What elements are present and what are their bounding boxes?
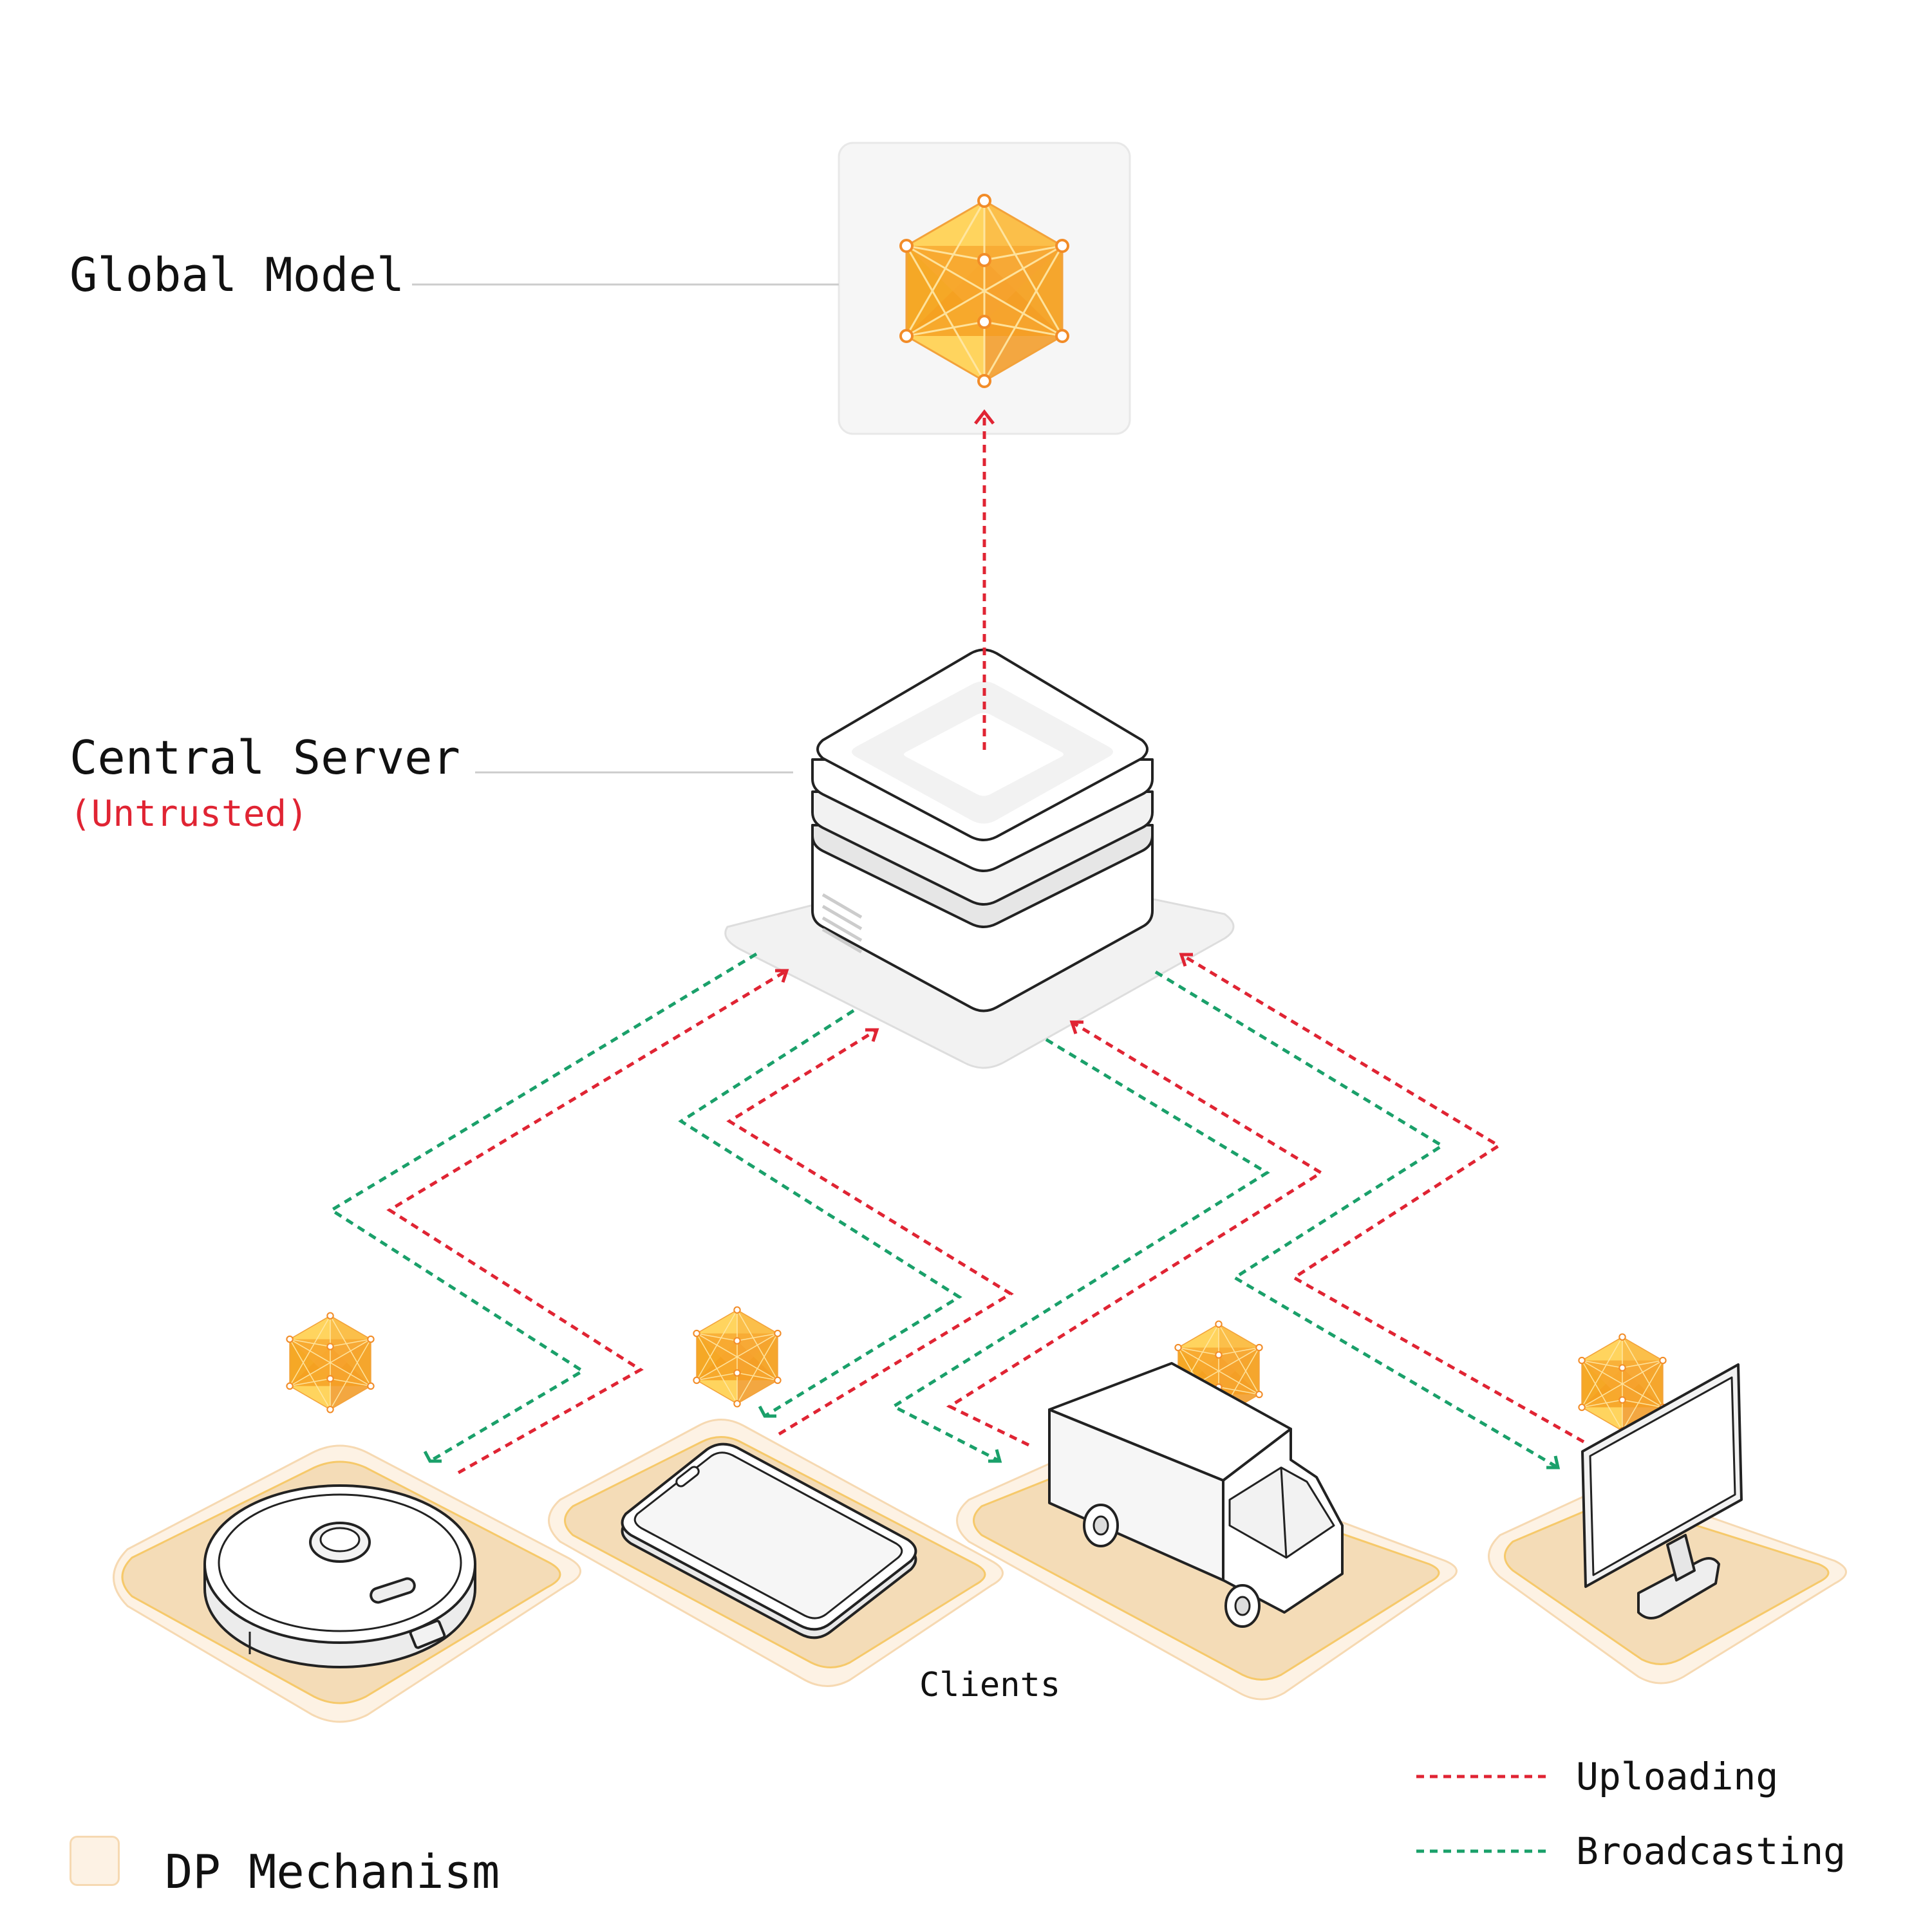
client-model-icon-vacuum: [286, 1312, 375, 1413]
broadcast-path-monitor: [1154, 970, 1559, 1469]
server-untrusted-label: (Untrusted): [70, 793, 308, 835]
broadcast-path-truck: [890, 1038, 1270, 1463]
central-server-label: Central Server: [70, 731, 460, 785]
broadcast-path-vacuum: [328, 952, 758, 1463]
global-model-card: [838, 142, 1131, 435]
upload-path-phone: [726, 1028, 1014, 1436]
delivery-truck-icon: [1048, 1362, 1344, 1628]
robot-vacuum-icon: [203, 1484, 476, 1668]
client-model-icon-phone: [693, 1306, 782, 1408]
global-model-label: Global Model: [70, 248, 405, 302]
clients-label: Clients: [919, 1666, 1061, 1704]
server-to-global-upload-arrow: [974, 409, 995, 750]
uploading-arrowheads: [775, 953, 1193, 1042]
upload-path-vacuum: [386, 969, 788, 1475]
broadcasting-arrowheads: [423, 1405, 1561, 1469]
server-stack-icon: [811, 648, 1154, 1012]
desktop-monitor-icon: [1581, 1363, 1743, 1619]
upload-path-monitor: [1180, 953, 1585, 1444]
upload-path-truck: [946, 1020, 1324, 1447]
uploading-paths: [386, 953, 1585, 1475]
legend-uploading-label: Uploading: [1576, 1755, 1779, 1798]
dp-mechanism-swatch: [70, 1836, 120, 1886]
legend-dp-mechanism-label: DP Mechanism: [165, 1845, 500, 1899]
broadcast-path-phone: [678, 1009, 962, 1418]
broadcasting-paths: [328, 952, 1559, 1469]
smartphone-icon: [621, 1442, 917, 1639]
legend-broadcasting-label: Broadcasting: [1576, 1829, 1846, 1873]
